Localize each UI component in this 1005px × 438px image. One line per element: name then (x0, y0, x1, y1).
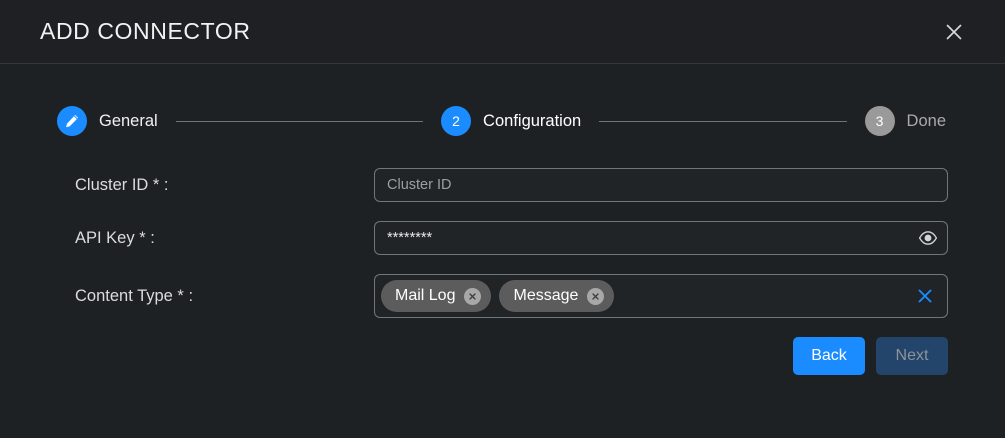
cluster-id-label: Cluster ID * : (75, 175, 169, 194)
api-key-field-wrap (374, 221, 948, 255)
chip-message[interactable]: Message (499, 280, 615, 312)
chip-label: Message (513, 287, 579, 304)
form-row-cluster-id: Cluster ID * : (57, 168, 948, 202)
back-button[interactable]: Back (793, 337, 865, 375)
chip-remove-button[interactable] (464, 287, 482, 305)
api-key-input[interactable] (374, 221, 948, 255)
step-general-label: General (99, 111, 158, 130)
eye-icon (918, 230, 938, 246)
chip-mail-log[interactable]: Mail Log (381, 280, 492, 312)
clear-all-icon (916, 287, 934, 305)
dialog-header: ADD CONNECTOR (0, 0, 1005, 64)
stepper: General 2 Configuration 3 Done (57, 106, 948, 136)
step-done-label: Done (906, 111, 946, 130)
step-done[interactable]: 3 Done (864, 106, 946, 136)
step-configuration-marker: 2 (441, 106, 472, 136)
step-configuration[interactable]: 2 Configuration (441, 106, 581, 136)
pencil-icon (64, 113, 80, 129)
toggle-password-visibility-button[interactable] (917, 227, 939, 249)
cluster-id-field-wrap (374, 168, 948, 202)
content-type-label: Content Type * : (75, 286, 194, 305)
dialog-actions: Back Next (57, 337, 948, 375)
page-title: ADD CONNECTOR (40, 18, 251, 44)
step-general[interactable]: General (57, 106, 158, 136)
step-done-marker: 3 (864, 106, 895, 136)
chip-label: Mail Log (395, 287, 456, 304)
close-icon (944, 22, 964, 42)
cluster-id-input[interactable] (374, 168, 948, 202)
content-type-multiselect[interactable]: Mail Log Message (374, 274, 948, 318)
next-button[interactable]: Next (876, 337, 948, 375)
close-button[interactable] (941, 19, 967, 45)
content-type-field-wrap: Mail Log Message (374, 274, 948, 318)
step-connector-line-1 (175, 120, 424, 122)
form-row-api-key: API Key * : (57, 221, 948, 255)
form-row-content-type: Content Type * : Mail Log Message (57, 274, 948, 318)
step-configuration-label: Configuration (483, 111, 582, 130)
api-key-label: API Key * : (75, 228, 155, 247)
step-general-marker (57, 106, 87, 136)
clear-all-button[interactable] (914, 285, 936, 307)
step-connector-line-2 (599, 120, 847, 122)
dialog-body: General 2 Configuration 3 Done Cluster I… (0, 64, 1005, 438)
chip-remove-button[interactable] (587, 287, 605, 305)
